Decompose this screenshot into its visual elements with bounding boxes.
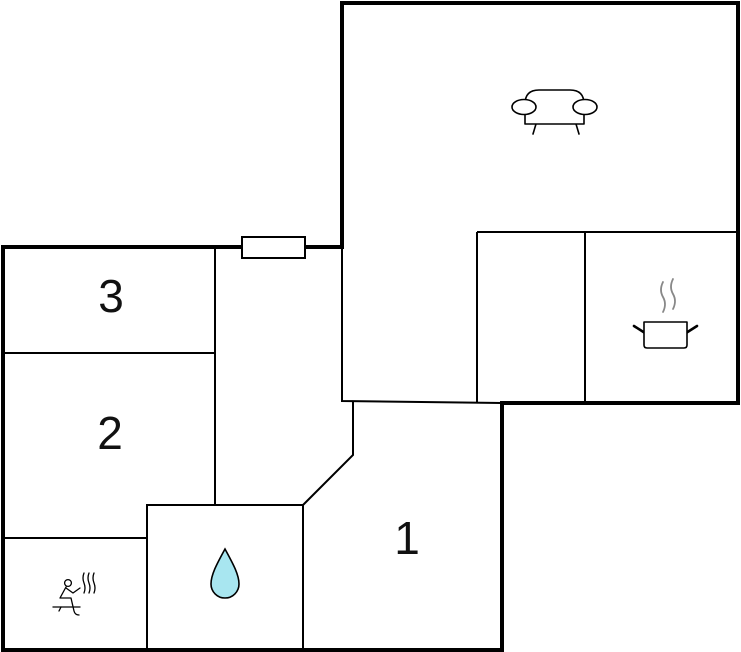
- room-label-3: 3: [98, 270, 124, 322]
- room-label-1: 1: [394, 512, 420, 564]
- water-drop-icon: [210, 547, 240, 599]
- sofa-icon: [511, 89, 598, 135]
- window: [241, 236, 306, 259]
- wall-bathroom: [146, 504, 304, 650]
- interior-walls: [3, 231, 738, 650]
- cooking-pot-icon: [632, 278, 699, 349]
- wall-living-lower: [341, 247, 503, 404]
- steam: [670, 278, 676, 310]
- sauna-icon: [52, 572, 96, 616]
- wall-bed1-hall: [302, 402, 354, 506]
- room-label-2: 2: [97, 407, 123, 459]
- steam: [660, 281, 666, 313]
